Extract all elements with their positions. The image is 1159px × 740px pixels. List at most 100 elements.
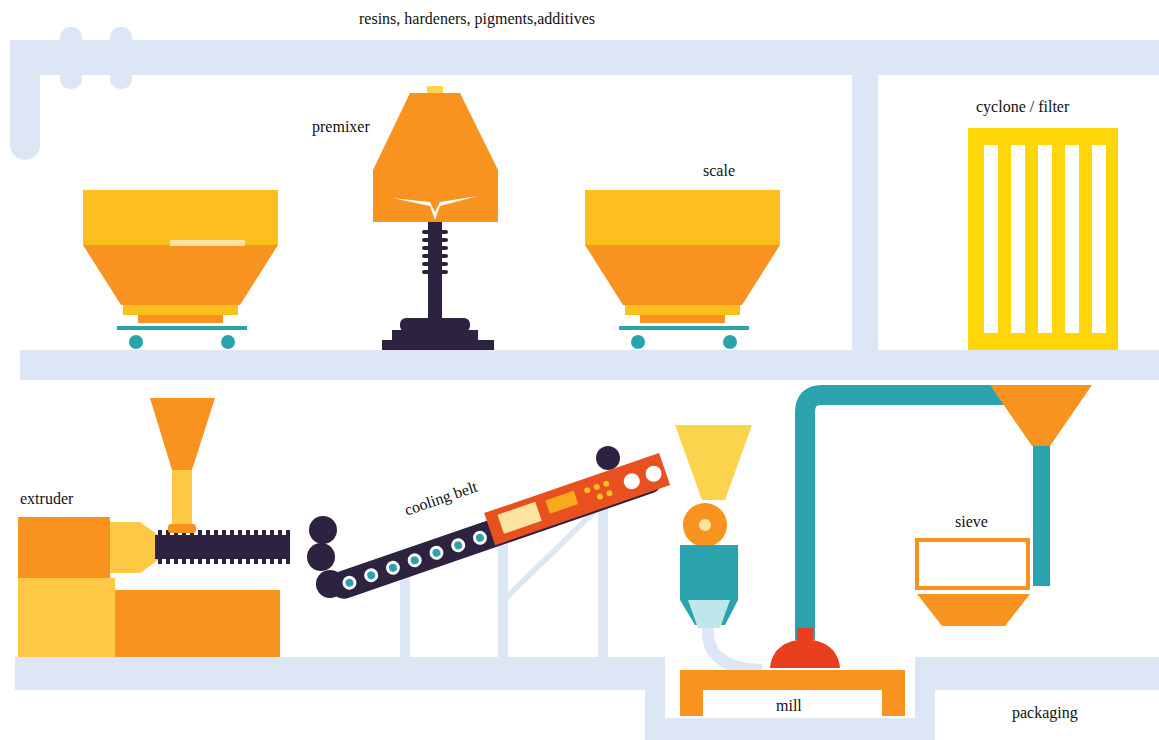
extruder-part <box>115 590 280 657</box>
extruder-part <box>18 578 115 657</box>
cooling-belt-part-part-part <box>471 529 489 547</box>
cooling-belt-part-part-part <box>366 570 376 580</box>
cooling-belt-part-part <box>602 480 610 488</box>
cooling-belt-part <box>309 516 337 544</box>
extruder-part <box>150 398 215 470</box>
scale-hopper-left-part <box>138 315 223 323</box>
extruder-part-part <box>246 530 250 564</box>
cooling-belt-part-part <box>596 493 604 501</box>
cooling-belt-part-part <box>583 486 591 494</box>
cooling-belt-part-part-part <box>449 536 467 554</box>
cooling-belt-part <box>323 453 670 603</box>
extruder-part <box>110 522 158 573</box>
pipework-part <box>20 350 1159 380</box>
scale-hopper-right-part <box>585 245 780 305</box>
extruder-part-part <box>158 530 162 564</box>
scale-hopper-left-part <box>83 245 278 305</box>
scale-hopper-left-part <box>129 335 143 349</box>
premixer-part-part <box>422 230 448 234</box>
premixer-part <box>400 318 470 332</box>
extruder-part-part <box>270 530 274 564</box>
extruder-part-part <box>262 530 266 564</box>
part-label: scale <box>703 162 735 180</box>
cooling-belt-part <box>598 490 608 657</box>
mill-part <box>708 628 762 670</box>
mill-part <box>688 600 730 628</box>
premixer-part <box>427 86 443 94</box>
scale-hopper-left-part <box>123 305 238 315</box>
scale-hopper-right <box>585 190 780 349</box>
part-label: extruder <box>20 490 73 508</box>
scale-hopper-right-part <box>640 315 725 323</box>
cooling-belt-part <box>307 543 335 571</box>
extruder-part <box>172 470 192 525</box>
cooling-belt-part-part-part <box>406 551 424 569</box>
cooling-belt-part-part <box>497 502 541 534</box>
extruder-part-part <box>230 530 234 564</box>
cooling-belt <box>307 446 671 657</box>
cooling-belt-part <box>596 446 620 470</box>
pipework-part <box>10 130 40 160</box>
mill-part <box>699 519 711 531</box>
cooling-belt-part-part-part <box>362 566 380 584</box>
extruder-part-part <box>238 530 242 564</box>
premixer-part-part <box>422 262 448 266</box>
sieve-part <box>990 385 1092 446</box>
cyclone-filter-part-part <box>1065 145 1079 333</box>
premixer-part <box>382 340 494 350</box>
cyclone-filter-part-part <box>1038 145 1052 333</box>
pipework-part <box>15 657 665 690</box>
part-label: cooling belt <box>402 478 480 519</box>
extruder-part-part <box>166 530 170 564</box>
mill-part <box>680 670 905 716</box>
extruder-part-part <box>206 530 210 564</box>
premixer-part <box>373 93 498 222</box>
cooling-belt-part-part-part <box>341 574 359 592</box>
mill-part <box>770 628 840 668</box>
part-label: cyclone / filter <box>976 98 1069 116</box>
sieve-part <box>1033 446 1050 586</box>
extruder-part-part <box>190 530 194 564</box>
cyclone-filter <box>968 128 1118 350</box>
cooling-belt-part-part <box>484 453 670 545</box>
premixer-part-part <box>422 246 448 250</box>
cooling-belt-part-part-part <box>384 559 402 577</box>
extruder-part <box>18 517 110 578</box>
cyclone-filter-part-part <box>984 145 998 333</box>
scale-hopper-left-part <box>170 240 245 246</box>
premixer-part <box>422 230 448 274</box>
cooling-belt-part-part-part <box>475 533 485 543</box>
cyclone-filter-part <box>968 128 1118 350</box>
pipework-part <box>60 27 82 89</box>
pipework-part <box>915 657 1159 690</box>
extruder-part-part <box>286 530 290 564</box>
extruder-part-part <box>214 530 218 564</box>
mill <box>675 395 1022 716</box>
cyclone-filter-part-part <box>1092 145 1106 333</box>
part-label: mill <box>776 697 802 715</box>
part-label: resins, hardeners, pigments,additives <box>359 10 595 28</box>
cooling-belt-part-part <box>593 483 601 491</box>
sieve-part <box>917 594 1030 626</box>
pipework-part <box>645 718 935 740</box>
sieve <box>917 385 1092 626</box>
extruder-part-part <box>198 530 202 564</box>
premixer-part-part <box>422 238 448 242</box>
scale-hopper-right-part <box>723 335 737 349</box>
scale-hopper-left-part <box>221 335 235 349</box>
cooling-belt-part-part-part <box>428 544 446 562</box>
pipework-part <box>852 70 878 355</box>
extruder-part-part <box>182 530 186 564</box>
extruder-part <box>158 530 290 564</box>
mill-part <box>675 425 752 500</box>
premixer <box>373 86 498 350</box>
scale-hopper-left-part <box>83 190 278 245</box>
cooling-belt-part-part-part <box>388 563 398 573</box>
cooling-belt-part-part-part <box>344 578 354 588</box>
part-label: sieve <box>955 513 988 531</box>
cooling-belt-part-part <box>545 491 578 514</box>
premixer-part-part <box>422 270 448 274</box>
extruder-part-part <box>222 530 226 564</box>
premixer-part-part <box>422 254 448 258</box>
